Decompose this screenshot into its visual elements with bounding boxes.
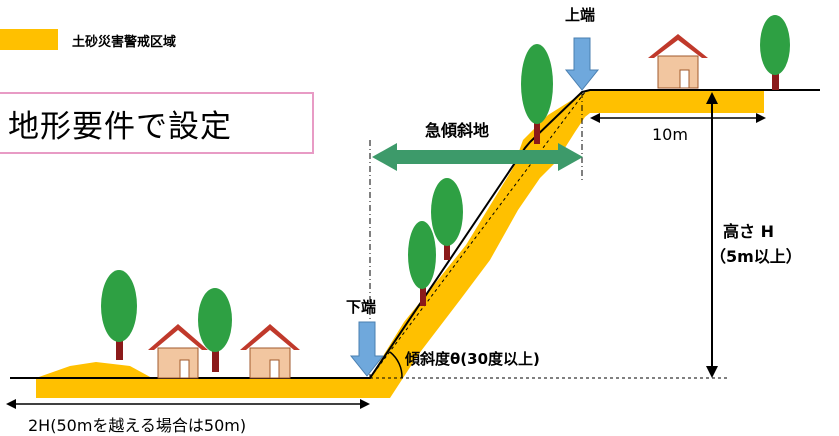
warning-zone-band bbox=[36, 90, 764, 398]
legend-swatch bbox=[0, 29, 58, 50]
bottom-width-label: 2H(50mを越える場合は50m) bbox=[28, 416, 247, 435]
angle-label: 傾斜度θ(30度以上) bbox=[405, 350, 540, 368]
angle-arc bbox=[389, 351, 403, 379]
tree-icon bbox=[760, 15, 790, 90]
height-arrow bbox=[706, 92, 718, 378]
down-arrow-icon bbox=[564, 37, 600, 91]
legend-label: 土砂災害警戒区域 bbox=[72, 35, 177, 50]
tree-icon bbox=[198, 288, 232, 372]
bottom-end-label: 下端 bbox=[346, 298, 377, 316]
house-icon bbox=[148, 324, 208, 379]
house-icon bbox=[240, 324, 300, 379]
tree-icon bbox=[431, 178, 463, 260]
double-arrow-icon bbox=[372, 143, 583, 171]
steep-slope-label: 急傾斜地 bbox=[425, 121, 490, 140]
title-box: 地形要件で設定 bbox=[0, 92, 314, 154]
tree-icon bbox=[408, 221, 436, 306]
height-label: 高さ H bbox=[723, 222, 774, 241]
title-text: 地形要件で設定 bbox=[8, 109, 232, 145]
bottom-width-arrow bbox=[6, 399, 370, 409]
house-icon bbox=[648, 34, 708, 89]
top-width-arrow bbox=[590, 113, 766, 123]
down-arrow-icon bbox=[349, 321, 385, 377]
height-condition-label: （5m以上） bbox=[710, 247, 802, 266]
tree-icon bbox=[521, 44, 553, 144]
tree-icon bbox=[101, 270, 137, 360]
top-width-label: 10m bbox=[652, 125, 688, 144]
top-end-label: 上端 bbox=[565, 6, 596, 24]
